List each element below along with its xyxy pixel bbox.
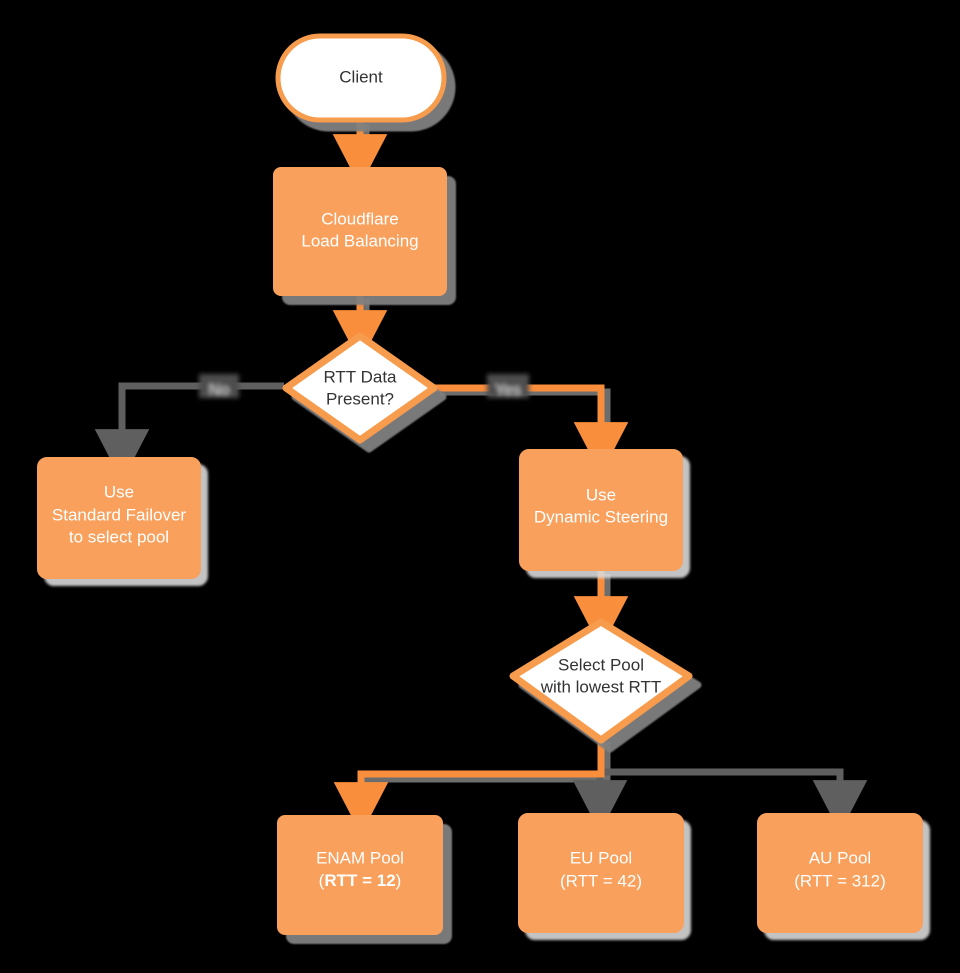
node-standard-failover-label-line1: Use bbox=[104, 482, 134, 501]
edge-select-to-au-pool bbox=[600, 768, 868, 833]
node-enam-pool-shape[interactable] bbox=[277, 815, 443, 935]
node-enam-pool-open-paren: ( bbox=[319, 871, 325, 890]
node-select-pool-lowest-rtt-shape[interactable] bbox=[509, 618, 693, 744]
node-cloudflare-load-balancing[interactable]: Cloudflare Load Balancing bbox=[273, 167, 447, 296]
node-client[interactable]: Client bbox=[275, 33, 447, 123]
node-standard-failover-label-line2: Standard Failover bbox=[52, 505, 187, 524]
node-select-pool-lowest-rtt-label-line2: with lowest RTT bbox=[540, 677, 662, 696]
node-eu-pool-shape[interactable] bbox=[518, 813, 684, 933]
node-enam-pool-label-line1: ENAM Pool bbox=[316, 848, 404, 867]
node-eu-pool-label-line2: (RTT = 42) bbox=[560, 871, 642, 890]
node-dynamic-steering[interactable]: Use Dynamic Steering bbox=[519, 449, 683, 571]
node-rtt-data-present-label-line1: RTT Data bbox=[323, 367, 397, 386]
edge-shadow-rtt-steering bbox=[440, 388, 611, 450]
node-enam-pool-rtt-line: (RTT = 12) bbox=[319, 871, 402, 890]
node-eu-pool-label-line1: EU Pool bbox=[570, 848, 632, 867]
node-dynamic-steering-label-line1: Use bbox=[586, 485, 616, 504]
node-enam-pool-close-paren: ) bbox=[396, 871, 402, 890]
node-enam-pool-rtt-value: RTT = 12 bbox=[324, 871, 395, 890]
node-enam-pool[interactable]: ENAM Pool (RTT = 12) bbox=[277, 815, 443, 935]
node-select-pool-lowest-rtt-label-line1: Select Pool bbox=[558, 655, 644, 674]
node-client-shape[interactable] bbox=[275, 33, 447, 123]
node-rtt-data-present-label-line2: Present? bbox=[326, 389, 394, 408]
node-standard-failover-label-line3: to select pool bbox=[69, 527, 169, 546]
node-au-pool-label-line2: (RTT = 312) bbox=[794, 871, 886, 890]
node-cloudflare-load-balancing-label-line2: Load Balancing bbox=[301, 231, 418, 250]
node-au-pool-shape[interactable] bbox=[757, 813, 923, 933]
node-cloudflare-load-balancing-label-line1: Cloudflare bbox=[321, 209, 399, 228]
node-standard-failover-shape[interactable] bbox=[37, 457, 201, 579]
node-cloudflare-load-balancing-shape[interactable] bbox=[273, 167, 447, 296]
edge-label-no-background bbox=[199, 374, 239, 398]
node-rtt-data-present-shape[interactable] bbox=[282, 332, 438, 444]
node-select-pool-lowest-rtt[interactable]: Select Pool with lowest RTT bbox=[509, 618, 693, 744]
node-rtt-data-present[interactable]: RTT Data Present? bbox=[282, 332, 438, 444]
node-client-label: Client bbox=[339, 67, 383, 86]
node-au-pool[interactable]: AU Pool (RTT = 312) bbox=[757, 813, 923, 933]
node-eu-pool[interactable]: EU Pool (RTT = 42) bbox=[518, 813, 684, 933]
edge-select-pool-to-enam-pool bbox=[333, 740, 605, 835]
edge-label-no: No bbox=[209, 382, 230, 399]
node-au-pool-label-line1: AU Pool bbox=[809, 848, 871, 867]
edge-label-yes-background bbox=[487, 374, 529, 398]
node-standard-failover[interactable]: Use Standard Failover to select pool bbox=[37, 457, 201, 579]
inactive-edge-layer bbox=[94, 382, 868, 833]
edge-label-layer: No Yes bbox=[199, 374, 529, 399]
edge-label-yes: Yes bbox=[495, 382, 521, 399]
node-dynamic-steering-label-line2: Dynamic Steering bbox=[534, 507, 668, 526]
node-dynamic-steering-shape[interactable] bbox=[519, 449, 683, 571]
